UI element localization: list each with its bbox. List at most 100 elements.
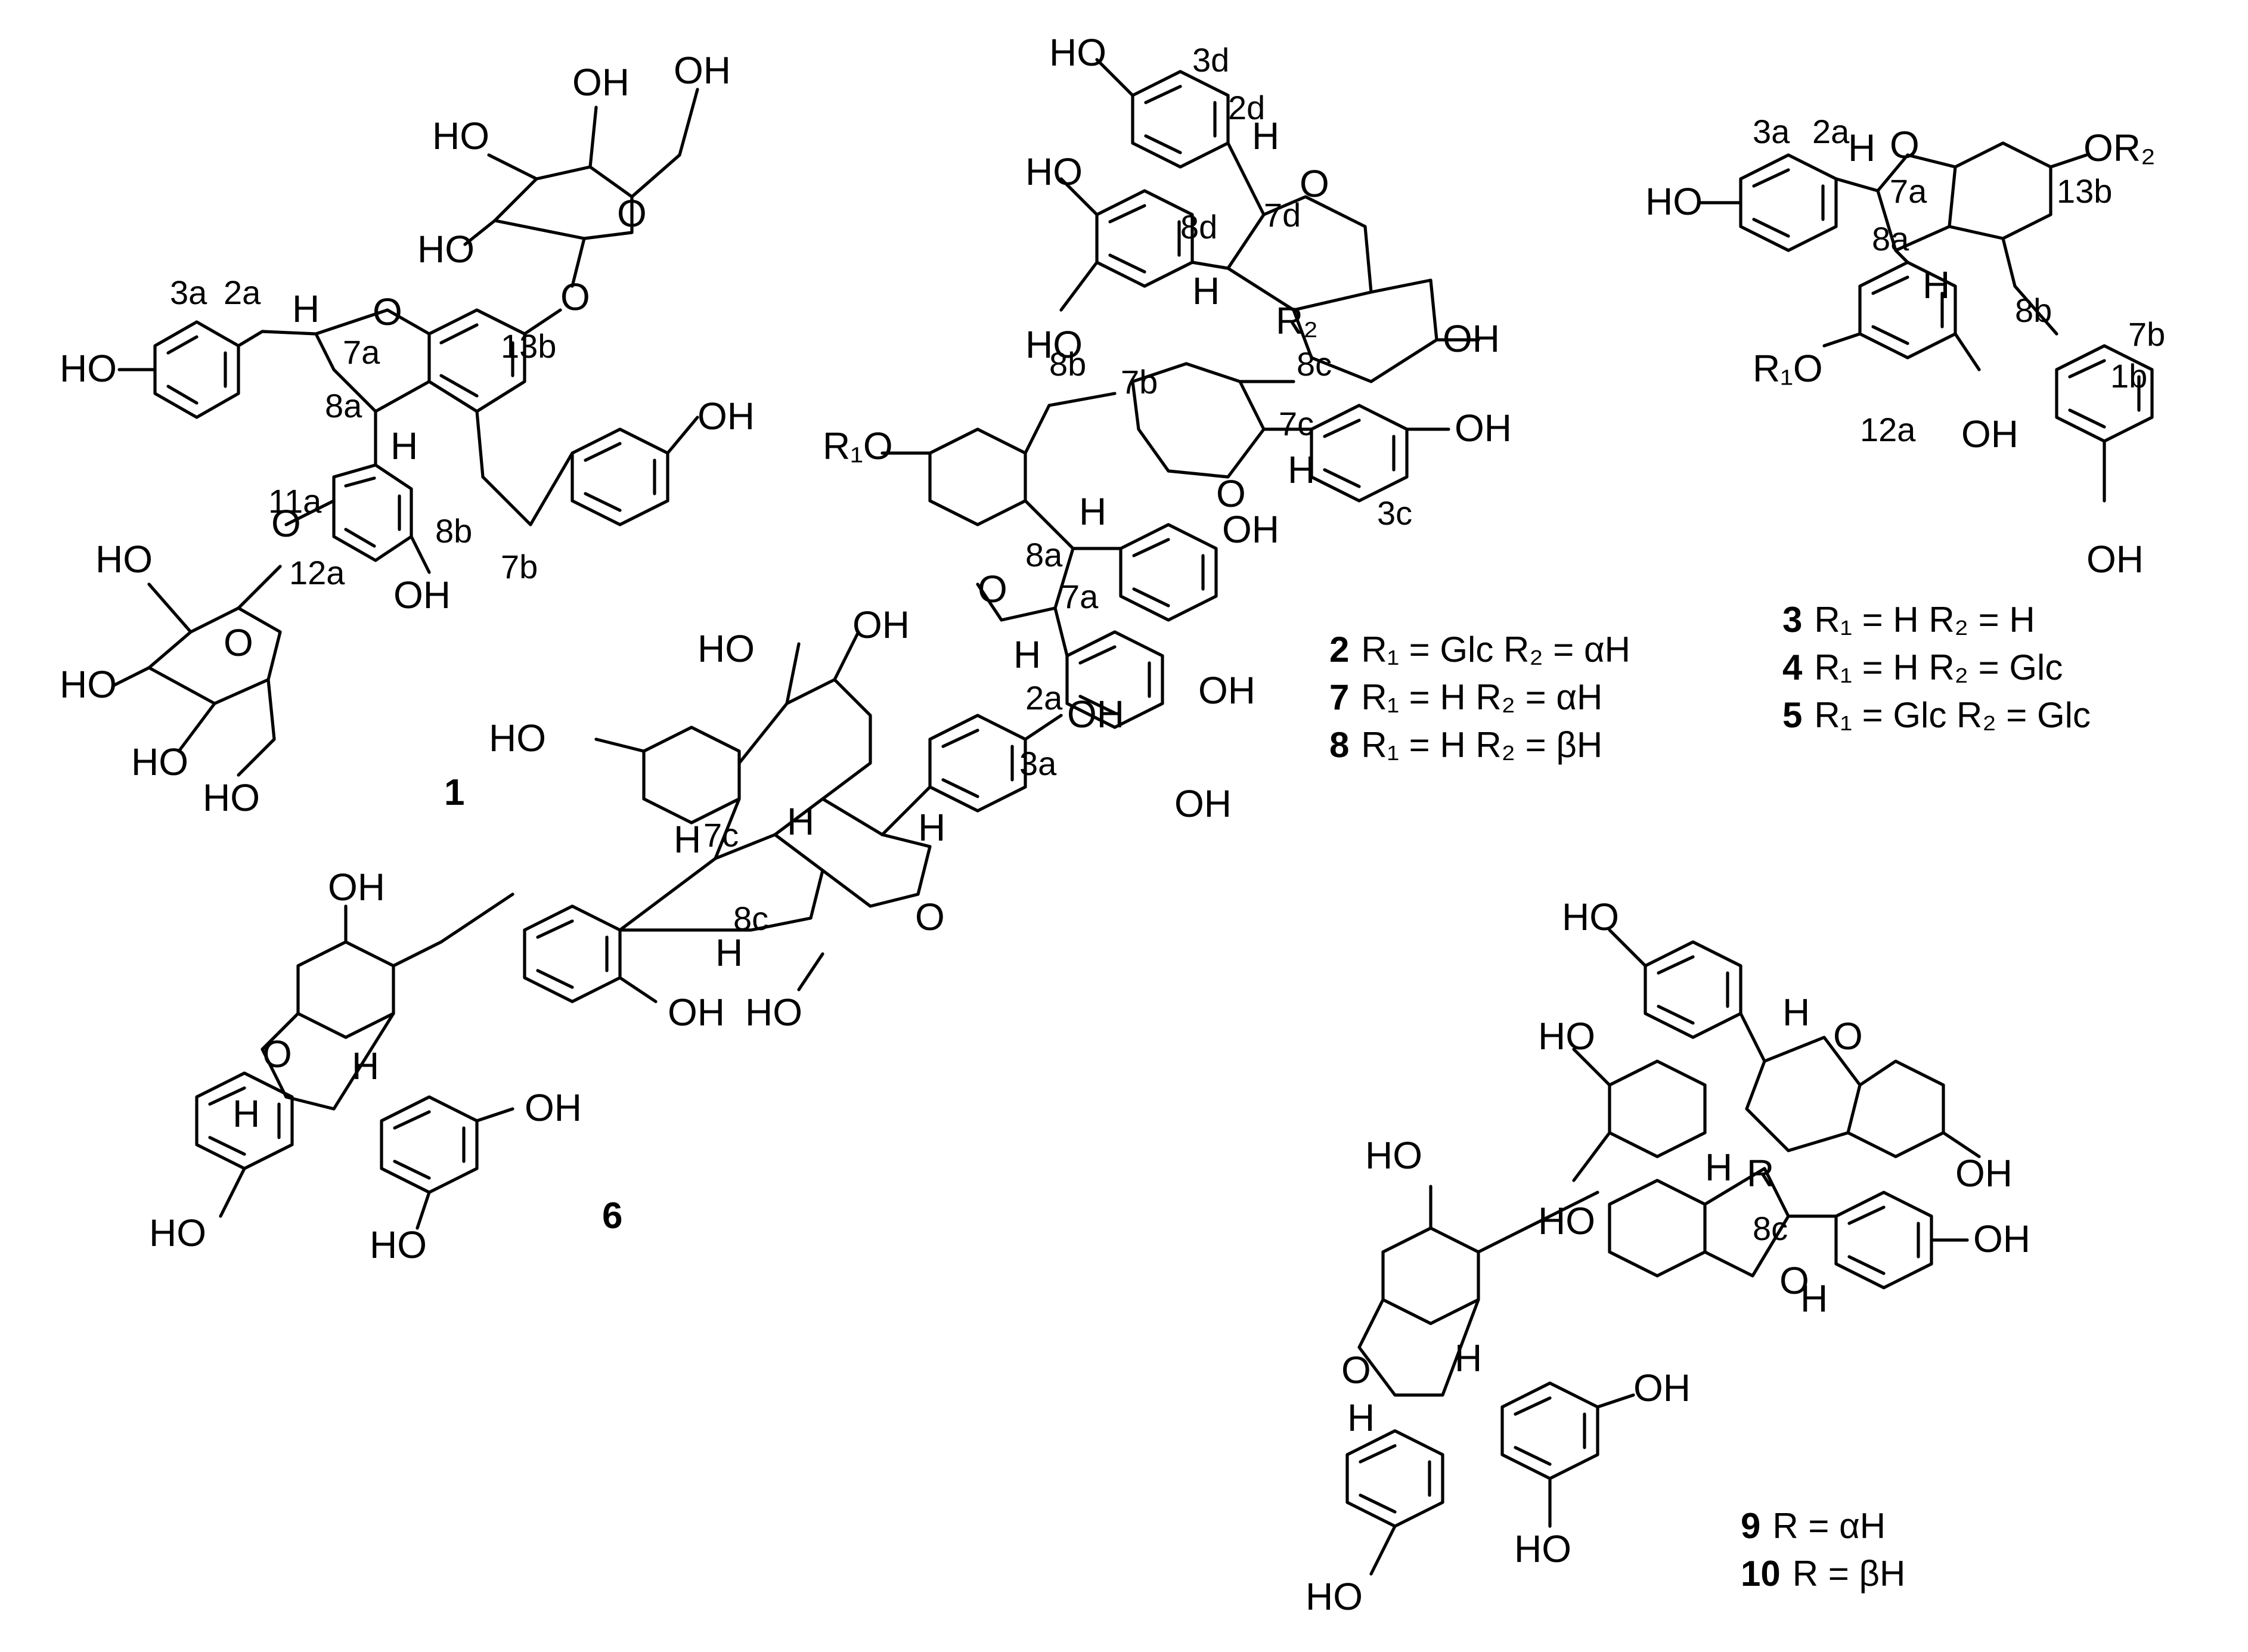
compound-number-1: 1 — [444, 772, 464, 813]
atom-label: OH — [674, 49, 731, 92]
atom-label: O — [1833, 1015, 1863, 1058]
legend-text: R₁ = H R₂ = Glc — [1814, 647, 2063, 687]
position-label: 7d — [1264, 196, 1301, 234]
atom-label: HO — [1049, 31, 1106, 74]
position-label: 12a — [289, 554, 345, 591]
legend-text: R = βH — [1793, 1554, 1906, 1594]
atom-labels: HO O H H O O OH OH O HO OH OH HO HO O HO… — [60, 31, 2156, 1618]
position-label: 13b — [501, 327, 556, 365]
atom-label: HO — [697, 627, 755, 670]
atom-label: HO — [1538, 1015, 1595, 1058]
atom-label: OR₂ — [2083, 126, 2156, 169]
atom-label: H — [715, 931, 743, 974]
atom-label: OH — [697, 395, 755, 438]
atom-label: HO — [1562, 895, 1619, 938]
atom-label: HO — [1538, 1200, 1595, 1242]
atom-label: R₂ — [1276, 299, 1318, 342]
legend-row: 4 R₁ = H R₂ = Glc — [1782, 647, 2063, 687]
atom-label: HO — [203, 776, 260, 819]
compound-1-glucose-bottom — [111, 565, 282, 777]
legend-number: 10 — [1741, 1554, 1781, 1594]
position-label: 8a — [1872, 220, 1909, 258]
compound-6-structure — [195, 630, 1063, 1230]
legend-number: 2 — [1329, 630, 1349, 670]
atom-label: H — [352, 1044, 379, 1087]
atom-label: H — [232, 1092, 260, 1135]
position-label: 8b — [2015, 292, 2052, 329]
compound-3-structure — [1697, 141, 2154, 503]
legend-text: R = αH — [1772, 1506, 1886, 1546]
atom-label: OH — [668, 991, 725, 1034]
compound-1-structure — [111, 88, 699, 777]
atom-label: HO — [1645, 180, 1703, 223]
legend-text: R₁ = H R₂ = H — [1814, 600, 2035, 640]
legend-compound-3: 3 R₁ = H R₂ = H 4 R₁ = H R₂ = Glc 5 R₁ = Gl… — [1782, 600, 2091, 735]
atom-label: HO — [60, 347, 117, 390]
legend-text: R₁ = Glc R₂ = Glc — [1814, 695, 2091, 735]
atom-label: O — [560, 275, 590, 318]
position-label: 3c — [1377, 494, 1412, 532]
compound-1-ring-stilbene — [529, 416, 699, 526]
position-label: 7c — [703, 816, 739, 854]
atom-label: HO — [1025, 323, 1083, 366]
atom-label: H — [1455, 1337, 1482, 1380]
compound-1-ring-resorcinol — [284, 463, 431, 574]
atom-label: OH — [328, 866, 385, 909]
legend-number: 5 — [1782, 695, 1802, 735]
atom-label: HO — [745, 991, 802, 1034]
atom-label: O — [1890, 123, 1920, 166]
position-label: 11a — [268, 482, 322, 520]
atom-label: H — [1782, 991, 1810, 1034]
atom-label: HO — [1514, 1527, 1571, 1570]
atom-label: OH — [2086, 538, 2144, 581]
compound-number-6: 6 — [602, 1195, 622, 1236]
atom-label: H — [1013, 633, 1041, 676]
atom-label: H — [787, 800, 814, 843]
atom-label: R₁O — [1753, 347, 1823, 390]
atom-label: HO — [417, 228, 475, 271]
position-label: 2a — [1025, 679, 1063, 717]
legend-compound-9: 9 R = αH 10 R = βH — [1741, 1506, 1905, 1594]
legend-row: 5 R₁ = Glc R₂ = Glc — [1782, 695, 2091, 735]
atom-label: HO — [131, 740, 188, 783]
atom-label: H — [1252, 114, 1279, 157]
position-label: 7b — [1121, 363, 1158, 401]
atom-label: O — [617, 192, 647, 235]
legend-row: 10 R = βH — [1741, 1554, 1905, 1594]
atom-label: H — [1848, 126, 1875, 169]
legend-number: 4 — [1782, 647, 1803, 687]
position-label: 1b — [2110, 357, 2147, 395]
position-label: 8c — [1753, 1210, 1788, 1247]
legend-number: 8 — [1329, 725, 1349, 765]
atom-label: HO — [60, 663, 117, 706]
atom-label: O — [373, 290, 402, 333]
position-label: 8c — [733, 900, 768, 937]
atom-label: H — [390, 424, 418, 467]
position-label: 8a — [325, 387, 362, 424]
position-label: 8a — [1025, 536, 1063, 574]
legend-text: R₁ = Glc R₂ = αH — [1361, 630, 1630, 670]
legend-number: 3 — [1782, 600, 1802, 640]
position-label: 7a — [1890, 172, 1927, 210]
atom-label: H — [1923, 264, 1950, 306]
position-label: 2a — [1812, 113, 1850, 150]
atom-label: HO — [95, 538, 153, 581]
atom-label: OH — [852, 603, 910, 646]
atom-label: O — [915, 895, 945, 938]
atom-label: O — [1216, 472, 1246, 515]
legend-number: 7 — [1329, 677, 1349, 717]
legend-number: 9 — [1741, 1506, 1760, 1546]
atom-label: H — [292, 287, 320, 330]
legend-text: R₁ = H R₂ = βH — [1361, 725, 1602, 765]
atom-label: OH — [1443, 317, 1500, 360]
compound-2-resorcinol-top — [1059, 177, 1230, 312]
atom-label: OH — [1174, 782, 1232, 825]
atom-label: O — [262, 1033, 292, 1075]
atom-label: O — [1779, 1259, 1809, 1302]
position-label: 3a — [1753, 113, 1790, 150]
atom-label: O — [1300, 162, 1329, 205]
atom-label: HO — [149, 1211, 206, 1254]
